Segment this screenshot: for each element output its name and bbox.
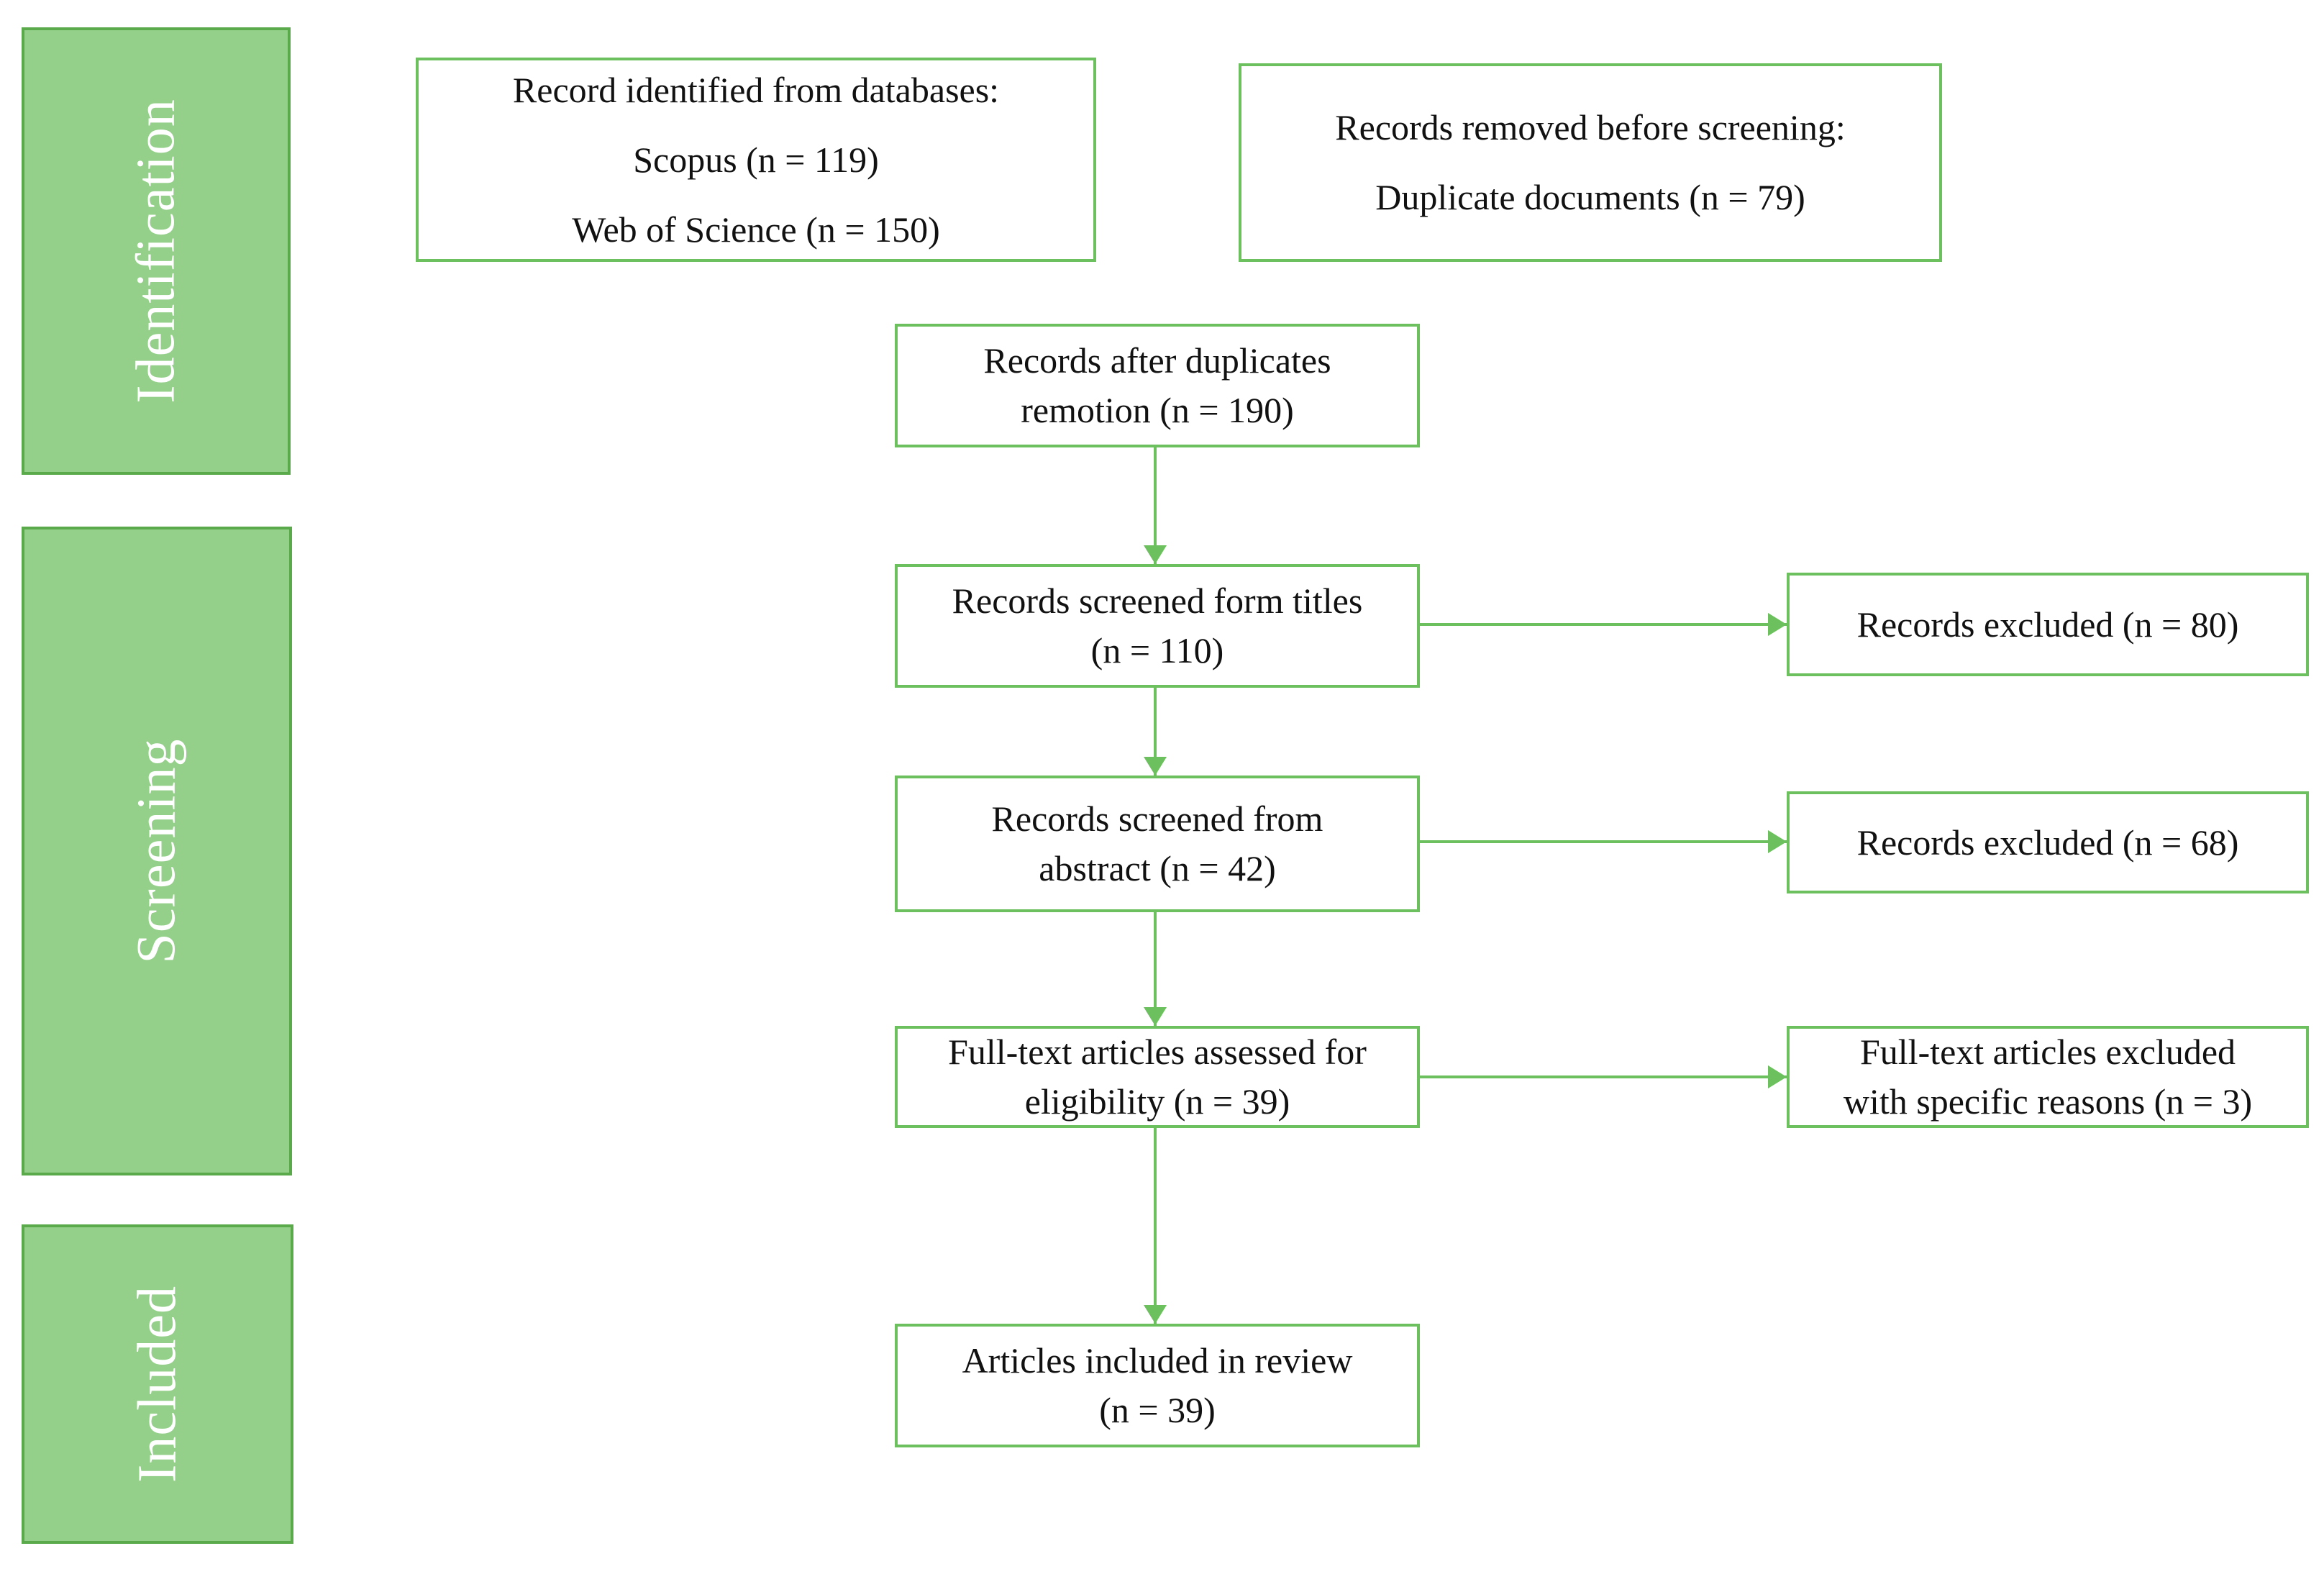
- records-removed-duplicates: Duplicate documents (n = 79): [1375, 177, 1805, 217]
- excluded-abstract-line1: Records excluded (n = 68): [1856, 822, 2239, 863]
- arrowhead-abstract-to-fulltext: [1144, 1007, 1167, 1026]
- records-identified-heading: Record identified from databases:: [512, 69, 1000, 110]
- box-records-excluded-abstract: Records excluded (n = 68): [1787, 791, 2309, 893]
- arrowhead-abstract-to-excluded: [1768, 830, 1787, 853]
- box-records-screened-titles: Records screened form titles (n = 110): [895, 564, 1420, 688]
- phase-included-label: Included: [127, 1286, 188, 1483]
- screened-titles-line2: (n = 110): [1090, 630, 1224, 670]
- screened-abstract-line1: Records screened from: [991, 799, 1323, 839]
- records-identified-wos: Web of Science (n = 150): [572, 209, 940, 250]
- phase-identification-label: Identification: [125, 99, 186, 404]
- records-identified-scopus: Scopus (n = 119): [633, 139, 879, 180]
- box-records-identified: Record identified from databases: Scopus…: [416, 58, 1096, 262]
- articles-included-line2: (n = 39): [1099, 1390, 1216, 1430]
- excluded-titles-line1: Records excluded (n = 80): [1856, 604, 2239, 645]
- arrowhead-fulltext-to-excluded: [1768, 1065, 1787, 1088]
- phase-included: Included: [22, 1224, 293, 1544]
- records-removed-heading: Records removed before screening:: [1335, 107, 1846, 147]
- after-duplicates-line1: Records after duplicates: [983, 340, 1331, 381]
- box-records-screened-abstract: Records screened from abstract (n = 42): [895, 776, 1420, 912]
- arrowhead-titles-to-abstract: [1144, 757, 1167, 776]
- fulltext-excluded-line2: with specific reasons (n = 3): [1843, 1081, 2253, 1122]
- screened-titles-line1: Records screened form titles: [952, 581, 1363, 621]
- arrowhead-fulltext-to-included: [1144, 1305, 1167, 1324]
- phase-screening: Screening: [22, 527, 292, 1175]
- articles-included-line1: Articles included in review: [962, 1340, 1353, 1381]
- fulltext-excluded-line1: Full-text articles excluded: [1859, 1032, 2236, 1072]
- fulltext-assessed-line1: Full-text articles assessed for: [948, 1032, 1367, 1072]
- phase-screening-label: Screening: [126, 738, 187, 964]
- screened-abstract-line2: abstract (n = 42): [1039, 848, 1276, 888]
- box-fulltext-excluded: Full-text articles excluded with specifi…: [1787, 1026, 2309, 1128]
- box-records-after-duplicates: Records after duplicates remotion (n = 1…: [895, 324, 1420, 447]
- box-fulltext-assessed: Full-text articles assessed for eligibil…: [895, 1026, 1420, 1128]
- arrowhead-after-to-titles: [1144, 545, 1167, 564]
- phase-identification: Identification: [22, 27, 291, 475]
- box-articles-included: Articles included in review (n = 39): [895, 1324, 1420, 1447]
- arrowhead-titles-to-excluded: [1768, 613, 1787, 636]
- box-records-removed: Records removed before screening: Duplic…: [1239, 63, 1942, 262]
- fulltext-assessed-line2: eligibility (n = 39): [1024, 1081, 1290, 1122]
- box-records-excluded-titles: Records excluded (n = 80): [1787, 573, 2309, 676]
- after-duplicates-line2: remotion (n = 190): [1021, 390, 1294, 430]
